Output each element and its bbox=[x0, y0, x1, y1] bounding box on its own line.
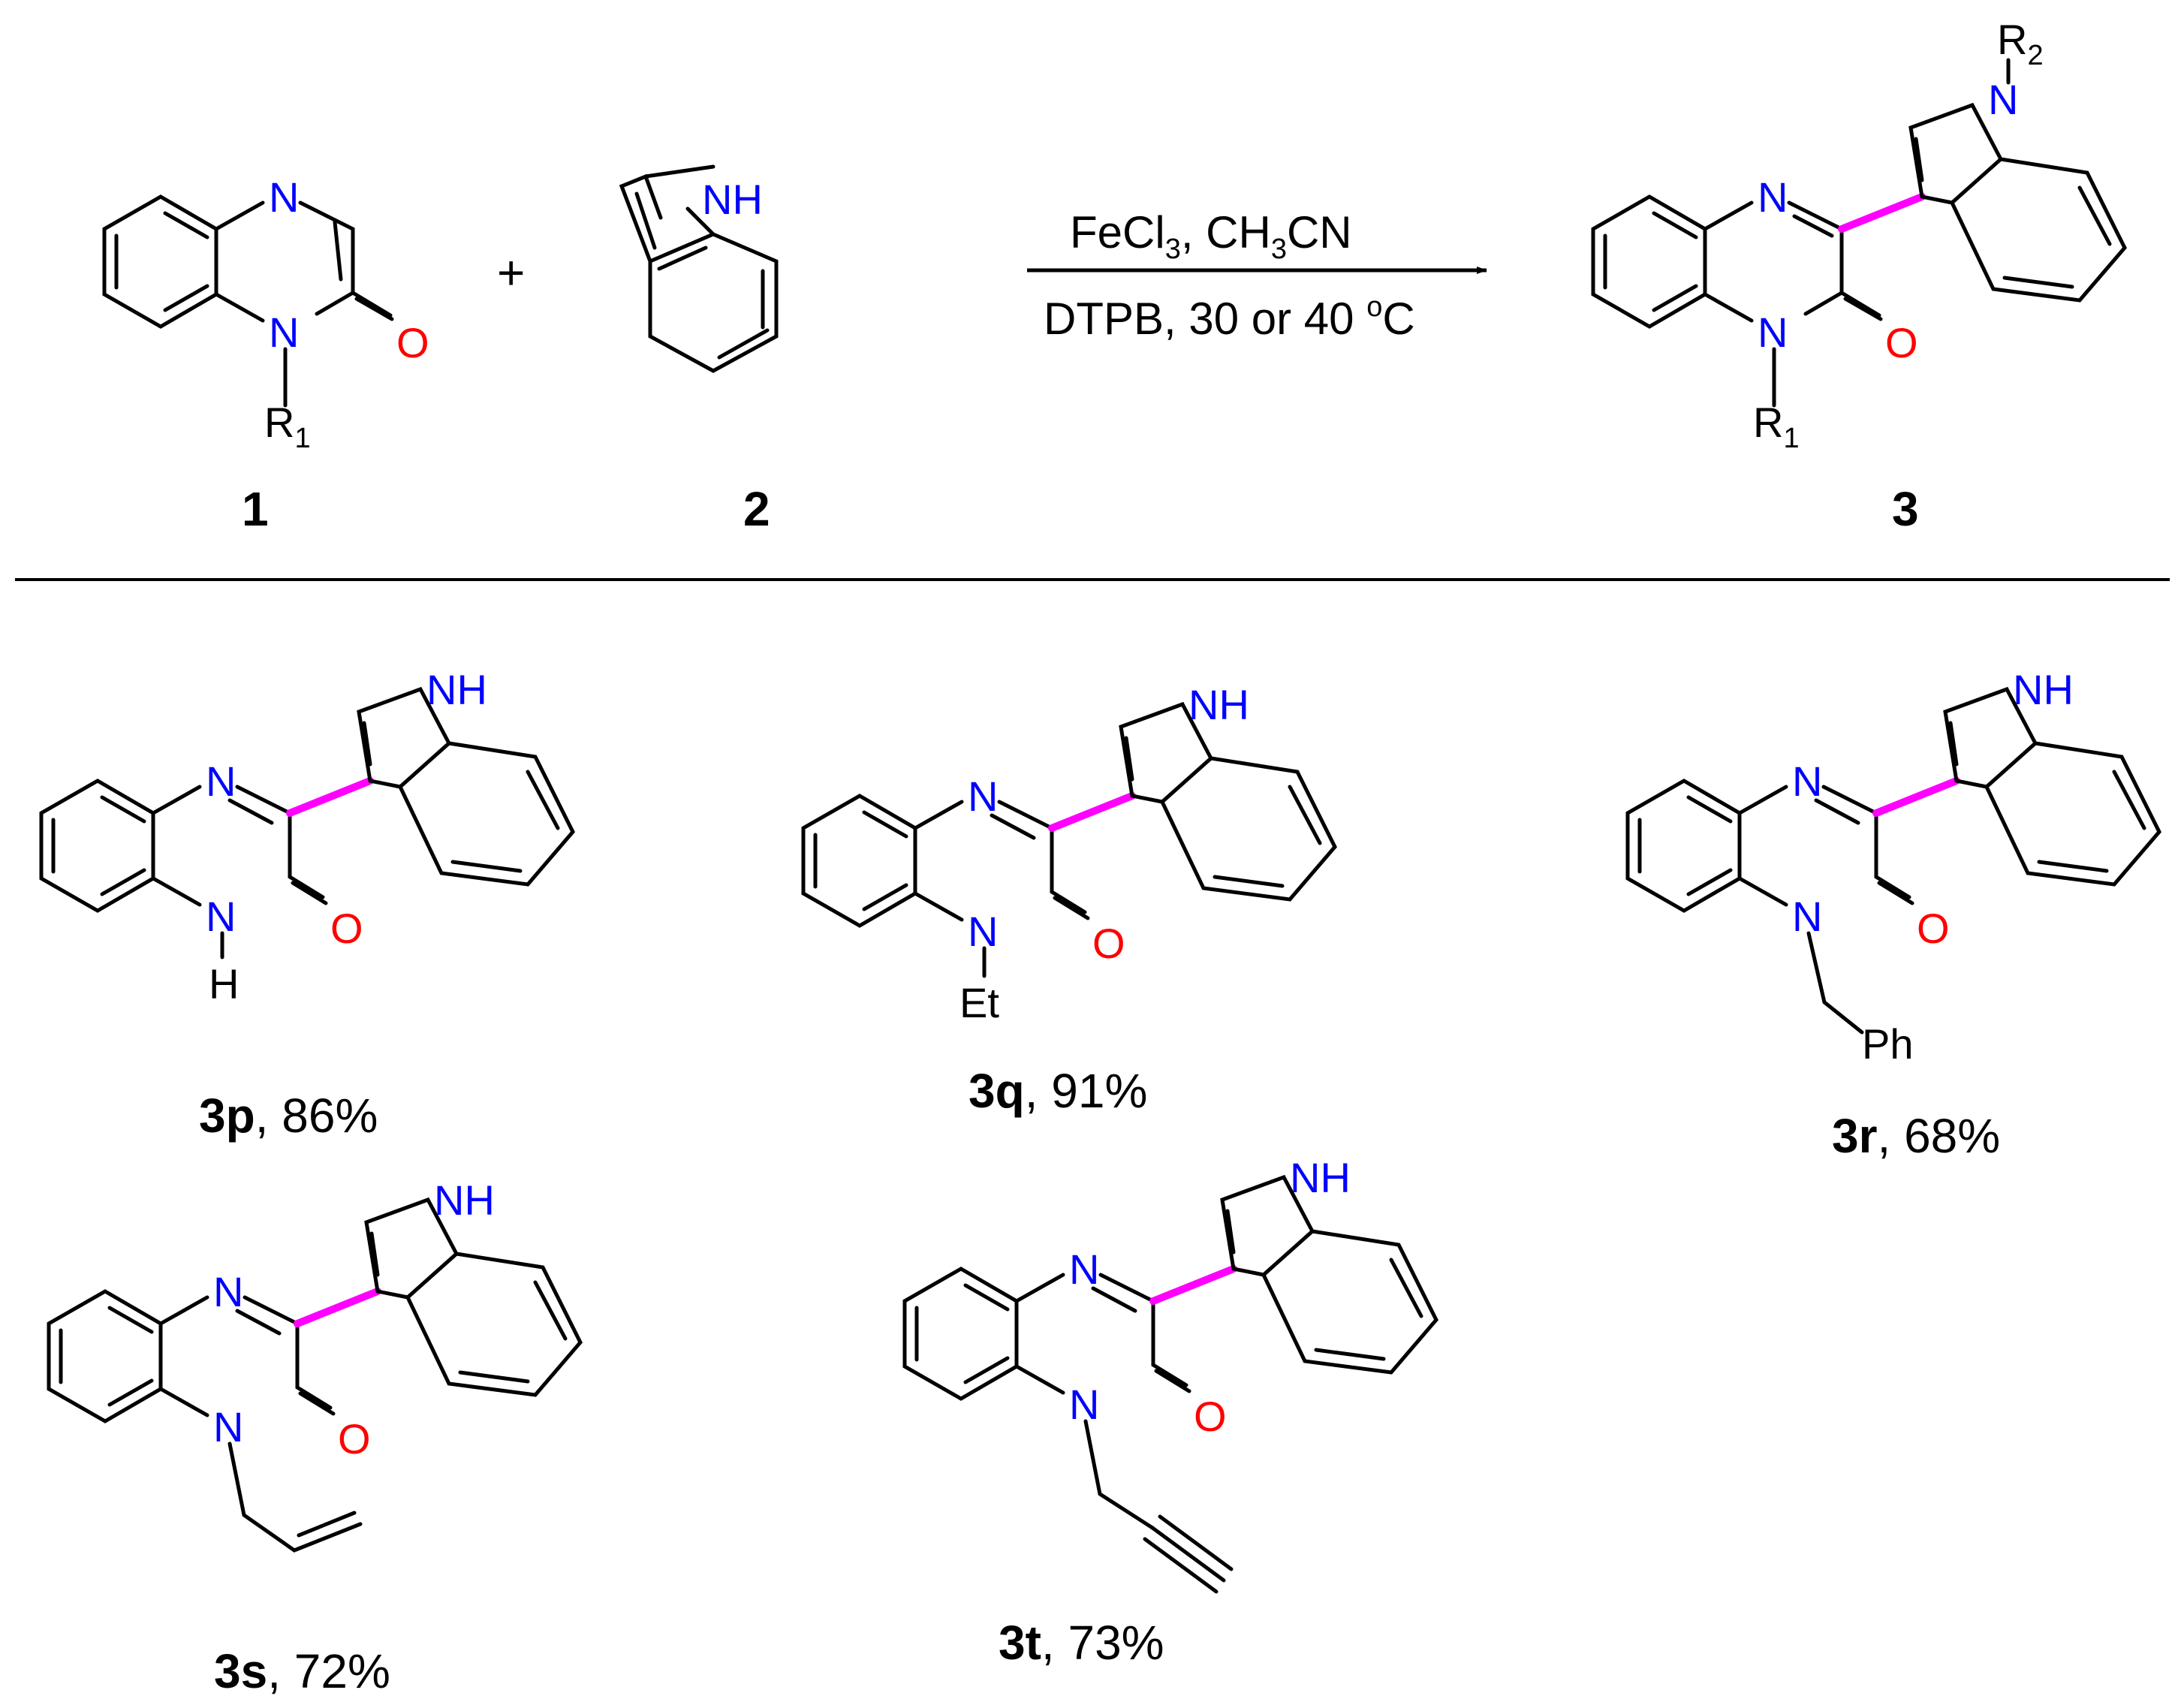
atom-o: O bbox=[1194, 1393, 1227, 1440]
atom-n-bottom: N bbox=[213, 1403, 243, 1450]
example-label-3r: 3r, 68% bbox=[1832, 1109, 2000, 1163]
atom-n-bottom: N bbox=[1758, 309, 1788, 356]
example-3s-structure: N N O NH bbox=[47, 1176, 583, 1553]
substituent-ph: Ph bbox=[1862, 1020, 1914, 1068]
atom-n-bottom: N bbox=[1792, 893, 1822, 940]
compound-label-1: 1 bbox=[242, 482, 269, 536]
atom-n-top: N bbox=[213, 1268, 243, 1315]
compound-1-structure: N N O R1 bbox=[102, 173, 429, 454]
example-label-3t: 3t, 73% bbox=[999, 1616, 1164, 1670]
atom-o: O bbox=[338, 1415, 371, 1462]
atom-n-top: N bbox=[968, 773, 998, 820]
example-3r-structure: N N O NH Ph bbox=[1625, 666, 2161, 1068]
atom-o: O bbox=[330, 905, 363, 952]
atom-n-bottom: N bbox=[1069, 1381, 1099, 1428]
example-label-3q: 3q, 91% bbox=[968, 1064, 1147, 1118]
atom-o: O bbox=[1885, 319, 1918, 366]
atom-o: O bbox=[1917, 905, 1950, 952]
substituent-et: Et bbox=[959, 979, 999, 1026]
atom-o: O bbox=[1092, 920, 1125, 967]
compound-label-2: 2 bbox=[743, 482, 770, 536]
substituent-h: H bbox=[209, 960, 239, 1008]
atom-n-bottom: N bbox=[269, 309, 299, 356]
substituent-r1: R1 bbox=[264, 399, 311, 454]
indole-nh: NH bbox=[1290, 1154, 1351, 1201]
atom-n-top: N bbox=[1758, 173, 1788, 221]
indole-nh: NH bbox=[1188, 681, 1249, 728]
example-label-3p: 3p, 86% bbox=[199, 1089, 378, 1143]
compound-3-structure: N N O R1 N R2 bbox=[1591, 16, 2127, 454]
example-3p-structure: N N O NH H bbox=[39, 666, 575, 1008]
indole-nh: NH bbox=[2013, 666, 2074, 713]
example-label-3s: 3s, 72% bbox=[214, 1644, 390, 1698]
atom-n-bottom: N bbox=[968, 908, 998, 955]
atom-n-bottom: N bbox=[206, 893, 236, 940]
substituent-r2: R2 bbox=[1997, 16, 2044, 71]
atom-n-top: N bbox=[269, 173, 299, 221]
indole-nh: NH bbox=[426, 666, 487, 713]
atom-n-top: N bbox=[1792, 758, 1822, 805]
conditions-line-2: DTPB, 30 or 40 oC bbox=[1044, 291, 1415, 344]
substituent-r1: R1 bbox=[1753, 399, 1800, 454]
conditions-line-1: FeCl3, CH3CN bbox=[1070, 207, 1352, 265]
indole-nh: NH bbox=[702, 176, 763, 223]
atom-n-top: N bbox=[1069, 1246, 1099, 1293]
plus-sign: + bbox=[497, 246, 525, 300]
indole-n: N bbox=[1988, 76, 2018, 123]
atom-n-top: N bbox=[206, 758, 236, 805]
atom-o: O bbox=[396, 319, 429, 366]
example-3t-structure: N N O NH bbox=[902, 1154, 1438, 1594]
indole-nh: NH bbox=[434, 1176, 495, 1224]
compound-2-structure: NH bbox=[619, 164, 779, 373]
compound-label-3: 3 bbox=[1892, 482, 1919, 536]
example-3q-structure: N N O NH Et bbox=[801, 681, 1337, 1026]
